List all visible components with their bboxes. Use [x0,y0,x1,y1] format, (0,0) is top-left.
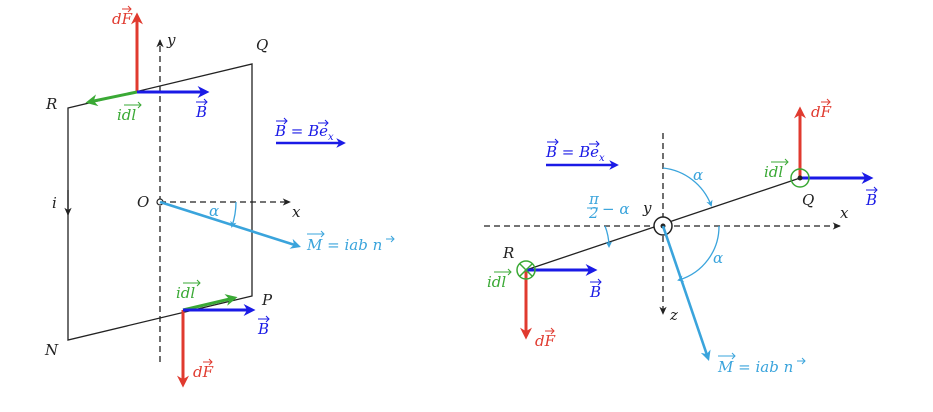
right-label-alpha-top: α [693,166,703,184]
svg-text:B: B [195,103,207,121]
left-label-alpha: α [209,202,219,220]
right-label-Q: Q [802,191,814,209]
left-label-O: O [137,193,149,211]
left-bottom-idl-vector [182,294,238,312]
left-bottom-b-label: B [257,315,270,338]
left-diagram: R Q P N O i x y α dF idl B idl B dF [44,5,395,388]
svg-text:idl: idl [176,284,195,302]
svg-text:idl: idl [764,163,783,181]
left-field-equation: B = Bex [274,117,334,143]
svg-text:B = Bex: B = Bex [545,143,605,164]
right-left-idl-label: idl [487,268,512,291]
right-label-z: z [669,306,678,324]
left-label-P: P [261,291,273,309]
right-right-b-label: B [865,186,878,209]
svg-text:dF: dF [193,363,214,381]
svg-text:π: π [588,190,600,208]
right-field-equation: B = Bex [545,138,605,164]
right-moment-vector [661,225,711,361]
right-alpha-arc-bottom [677,225,720,282]
right-diagram: B = Bex α α π 2 − α y x z R Q dF dF idl [484,98,878,376]
svg-text:B: B [257,320,269,338]
left-top-idl-vector [85,90,138,107]
left-top-force-label: dF [112,5,133,28]
right-alpha-arc-top [662,167,713,207]
left-alpha-arc [230,201,237,228]
right-left-into-page-symbol [516,260,536,280]
svg-text:M = iab n: M = iab n [306,236,382,254]
left-bottom-force-label: dF [193,358,214,381]
left-label-x: x [292,203,301,221]
left-top-b-label: B [195,98,208,121]
right-label-R: R [502,244,514,262]
right-right-out-of-page-symbol [790,168,810,188]
svg-text:2: 2 [588,204,599,222]
svg-text:B: B [865,191,877,209]
left-label-y: y [166,31,176,49]
svg-text:dF: dF [811,103,832,121]
left-top-idl-label: idl [117,101,142,124]
left-loop-frame [67,63,253,341]
left-label-Q: Q [256,36,268,54]
left-bottom-idl-label: idl [176,279,201,302]
left-label-i: i [52,194,57,212]
left-moment-vector [159,200,301,249]
right-left-b-label: B [589,278,602,301]
right-left-force-label: dF [535,327,556,350]
svg-text:idl: idl [117,106,136,124]
svg-text:idl: idl [487,273,506,291]
right-complement-angle-label: π 2 − α [587,190,629,222]
right-moment-label: M = iab n [717,352,806,376]
right-label-x: x [840,204,849,222]
svg-text:B = Bex: B = Bex [274,122,334,143]
svg-text:M = iab n: M = iab n [717,358,793,376]
svg-text:− α: − α [602,200,629,218]
svg-text:B: B [589,283,601,301]
right-label-y: y [642,199,652,217]
right-right-force-label: dF [811,98,832,121]
left-moment-label: M = iab n [306,230,395,254]
left-label-R: R [45,95,57,113]
svg-text:dF: dF [535,332,556,350]
right-right-idl-label: idl [764,158,789,181]
right-complement-arc [604,225,613,248]
svg-text:dF: dF [112,10,133,28]
left-label-N: N [44,341,59,359]
right-label-alpha-bottom: α [713,249,723,267]
